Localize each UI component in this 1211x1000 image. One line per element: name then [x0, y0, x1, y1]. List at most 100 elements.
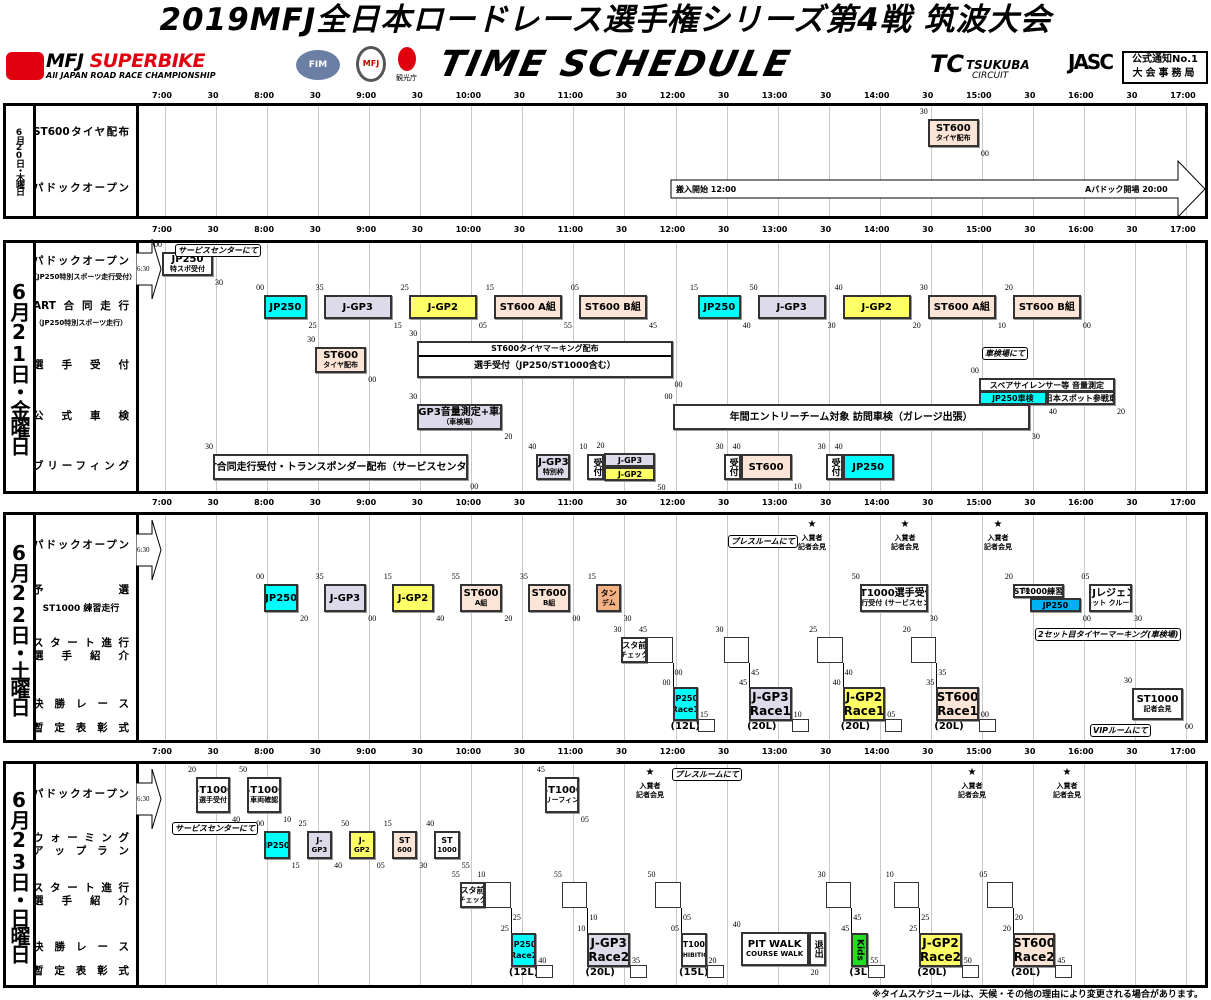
podium-box — [885, 719, 903, 732]
grid-connector — [672, 663, 674, 687]
ruler-tick-label: 12:00 — [659, 498, 686, 507]
gridline — [471, 764, 473, 985]
time-label: 35 — [519, 572, 528, 581]
grid-box — [561, 882, 588, 908]
ruler-tick-label: 30 — [309, 225, 321, 234]
arrow-end-text: Aパドック開場 20:00 — [1085, 185, 1168, 194]
ruler-tick-label: 30 — [820, 498, 832, 507]
gridline — [369, 764, 371, 985]
gridline — [777, 515, 779, 740]
time-label: 20 — [596, 441, 605, 450]
ruler-tick-label: 17:00 — [1170, 91, 1196, 100]
time-label: 20 — [1004, 572, 1013, 581]
gridline — [726, 106, 728, 216]
gridline — [216, 243, 218, 491]
ruler-tick-label: 7:00 — [152, 91, 172, 100]
schedule-block: ST600 B組 — [578, 295, 647, 319]
ruler-tick-label: 30 — [615, 498, 628, 507]
time-label: 00 — [662, 678, 671, 687]
row-label: 暫定表彰式 — [33, 722, 129, 734]
press-label: 記者会見 — [891, 543, 919, 551]
gridline — [420, 764, 422, 985]
race-label: JP250 — [672, 694, 699, 703]
time-label: 30 — [409, 392, 418, 401]
time-label: 10 — [579, 442, 588, 451]
ruler-tick-label: 9:00 — [356, 91, 377, 100]
kankocho-logo-icon — [398, 47, 416, 71]
column-divider — [33, 106, 36, 216]
gridline — [879, 106, 881, 216]
brand-superbike: SUPERBIKE — [89, 50, 206, 72]
block-label: 退出 — [812, 940, 823, 958]
gridline — [930, 106, 932, 216]
gridline — [1134, 515, 1136, 740]
row-sublabel: （JP250特別スポーツ走行） — [34, 319, 128, 327]
winner-press-conference: ★入賞者記者会見 — [620, 768, 680, 800]
ruler-tick-label: 8:00 — [254, 91, 275, 100]
time-label: 50 — [749, 283, 758, 292]
ruler-tick-label: 13:00 — [761, 498, 788, 507]
time-label: 05 — [580, 815, 589, 824]
gridline — [624, 106, 626, 216]
schedule-block: ST1000車両確認 — [247, 777, 282, 813]
ruler-tick-label: 30 — [615, 747, 628, 756]
grid-connector — [510, 908, 512, 933]
ruler-tick-label: 13:00 — [761, 225, 788, 234]
winner-press-conference: ★入賞者記者会見 — [782, 520, 842, 552]
block-sublabel: 選手受付 — [199, 796, 228, 804]
schedule-block: 年間エントリーチーム対象 訪問車検（ガレージ出張） — [672, 404, 1030, 430]
ruler-tick-label: 12:00 — [659, 747, 686, 756]
time-label: 30 — [827, 321, 836, 330]
podium-box — [536, 965, 554, 978]
block-label: ST600 A組 — [499, 301, 556, 313]
time-label: 05 — [887, 710, 896, 719]
time-label: 00 — [970, 366, 979, 375]
ruler-tick-label: 8:00 — [254, 225, 275, 234]
schedule-block: ST600 A組 — [927, 295, 996, 319]
ruler-tick-label: 12:00 — [659, 225, 686, 234]
block-sublabel: チェック — [621, 651, 647, 659]
ruler-tick-label: 30 — [309, 91, 321, 100]
time-label: 40 — [832, 678, 841, 687]
ruler-tick-label: 30 — [411, 225, 423, 234]
ruler-tick-label: 9:00 — [356, 747, 377, 756]
time-label: 30 — [1021, 586, 1030, 595]
race-label: ST1000 — [682, 940, 705, 949]
block-label: ST — [398, 836, 411, 845]
gridline — [624, 764, 626, 985]
block-label: ST600 — [463, 588, 499, 599]
ruler-tick-label: 30 — [411, 91, 423, 100]
block-sublabel: 練習走行受付 (サービスセンター) — [861, 599, 926, 607]
time-label: 50 — [851, 572, 860, 581]
gridline — [216, 764, 218, 985]
gridline — [1186, 515, 1187, 740]
notice-line2: 大会事務局 — [1132, 68, 1198, 79]
block-label: J-GP3 — [538, 457, 569, 468]
gridline — [930, 515, 932, 740]
schedule-block: JP250 — [264, 584, 299, 612]
block-label: JP250 — [264, 840, 290, 850]
winner-press-conference: ★入賞者記者会見 — [875, 520, 935, 552]
gridline — [267, 106, 269, 216]
winner-press-conference: ★入賞者記者会見 — [968, 520, 1028, 552]
grid-connector — [1012, 908, 1014, 933]
block-label: MFJレジェンド — [1091, 588, 1130, 599]
ruler-tick-label: 30 — [207, 747, 219, 756]
row-label: パドックオープン — [33, 255, 129, 267]
block-label: J-GP2 — [861, 301, 892, 313]
time-label: 30 — [205, 442, 214, 451]
grid-box — [987, 882, 1013, 908]
schedule-block: J-GP3 — [757, 295, 826, 319]
press-label: 記者会見 — [798, 543, 826, 551]
time-label: 45 — [536, 765, 545, 774]
gridline — [1186, 243, 1187, 491]
winner-label: 入賞者 — [987, 534, 1009, 542]
ruler-tick-label: 30 — [513, 747, 525, 756]
block-label: JP250 — [852, 461, 885, 473]
time-label: 15 — [393, 321, 402, 330]
day-label: 6月22日・土曜日 — [7, 540, 31, 715]
time-label: 40 — [732, 920, 741, 929]
schedule-block: JP250 — [698, 295, 741, 319]
